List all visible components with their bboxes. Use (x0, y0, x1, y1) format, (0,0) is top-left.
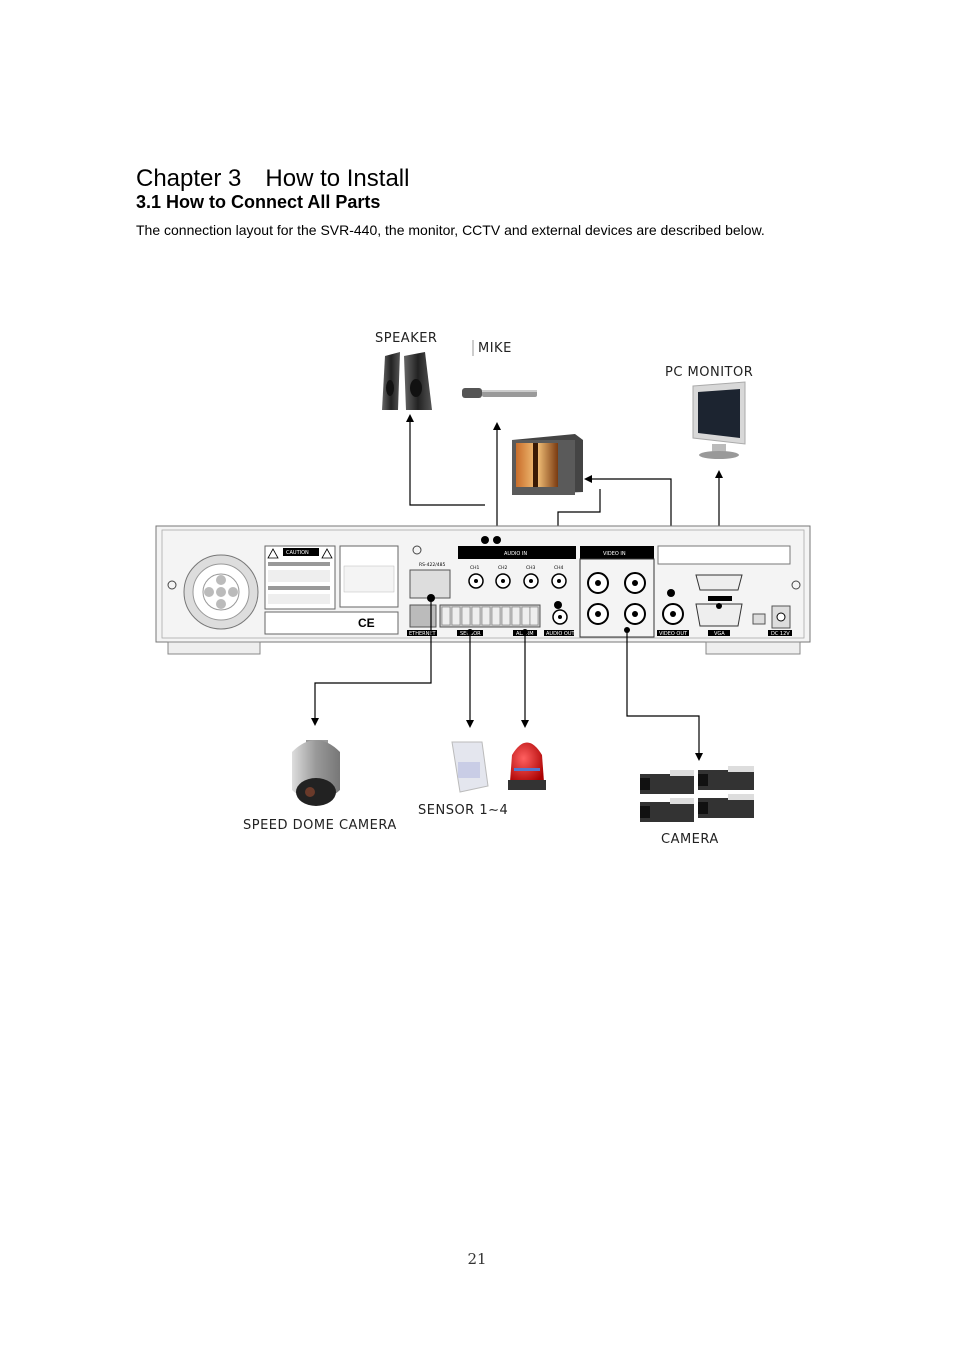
alarm-siren-device (508, 742, 546, 790)
audio-out-label: AUDIO OUT (546, 631, 576, 637)
video-out-label: VIDEO OUT (659, 631, 688, 637)
pc-monitor-device: PC MONITOR (665, 365, 753, 459)
dc-label: DC 12V (771, 631, 790, 637)
audio-in-label: AUDIO IN (504, 551, 527, 557)
audio-ch2-label: CH2 (498, 565, 508, 571)
connection-lines-bottom (311, 598, 703, 761)
speaker-device: SPEAKER (375, 331, 437, 410)
video-in-label: VIDEO IN (603, 551, 626, 557)
pc-monitor-label: PC MONITOR (665, 365, 753, 380)
page-number: 21 (467, 1250, 487, 1268)
ethernet-label: ETHERNET (409, 631, 437, 637)
speed-dome-camera-label: SPEED DOME CAMERA (243, 818, 397, 833)
svg-text:CE: CE (358, 616, 375, 630)
rs-port-label: RS-422/485 (419, 562, 445, 568)
mike-device: MIKE (462, 340, 537, 398)
mike-label: MIKE (478, 341, 512, 356)
speed-dome-camera-device: SPEED DOME CAMERA (243, 740, 397, 833)
caution-label: CAUTION (286, 550, 309, 556)
speaker-label: SPEAKER (375, 331, 437, 346)
audio-ch3-label: CH3 (526, 565, 536, 571)
section-title: 3.1 How to Connect All Parts (136, 192, 381, 212)
sensor-label: SENSOR 1∼4 (418, 803, 508, 818)
audio-ch4-label: CH4 (554, 565, 564, 571)
cctv-monitor (512, 434, 583, 495)
sensor-device: SENSOR 1∼4 (418, 741, 508, 818)
camera-devices: CAMERA (640, 766, 754, 847)
intro-text: The connection layout for the SVR-440, t… (136, 222, 765, 238)
dvr-rear-panel: CAUTION CE RS-422/485 ETHERNET SENSOR AL… (155, 525, 811, 655)
chapter-title: Chapter 3 How to Install (136, 165, 410, 192)
audio-ch1-label: CH1 (470, 565, 480, 571)
camera-label: CAMERA (661, 832, 719, 847)
vga-label: VGA (714, 631, 725, 637)
fan-grille (183, 554, 259, 630)
